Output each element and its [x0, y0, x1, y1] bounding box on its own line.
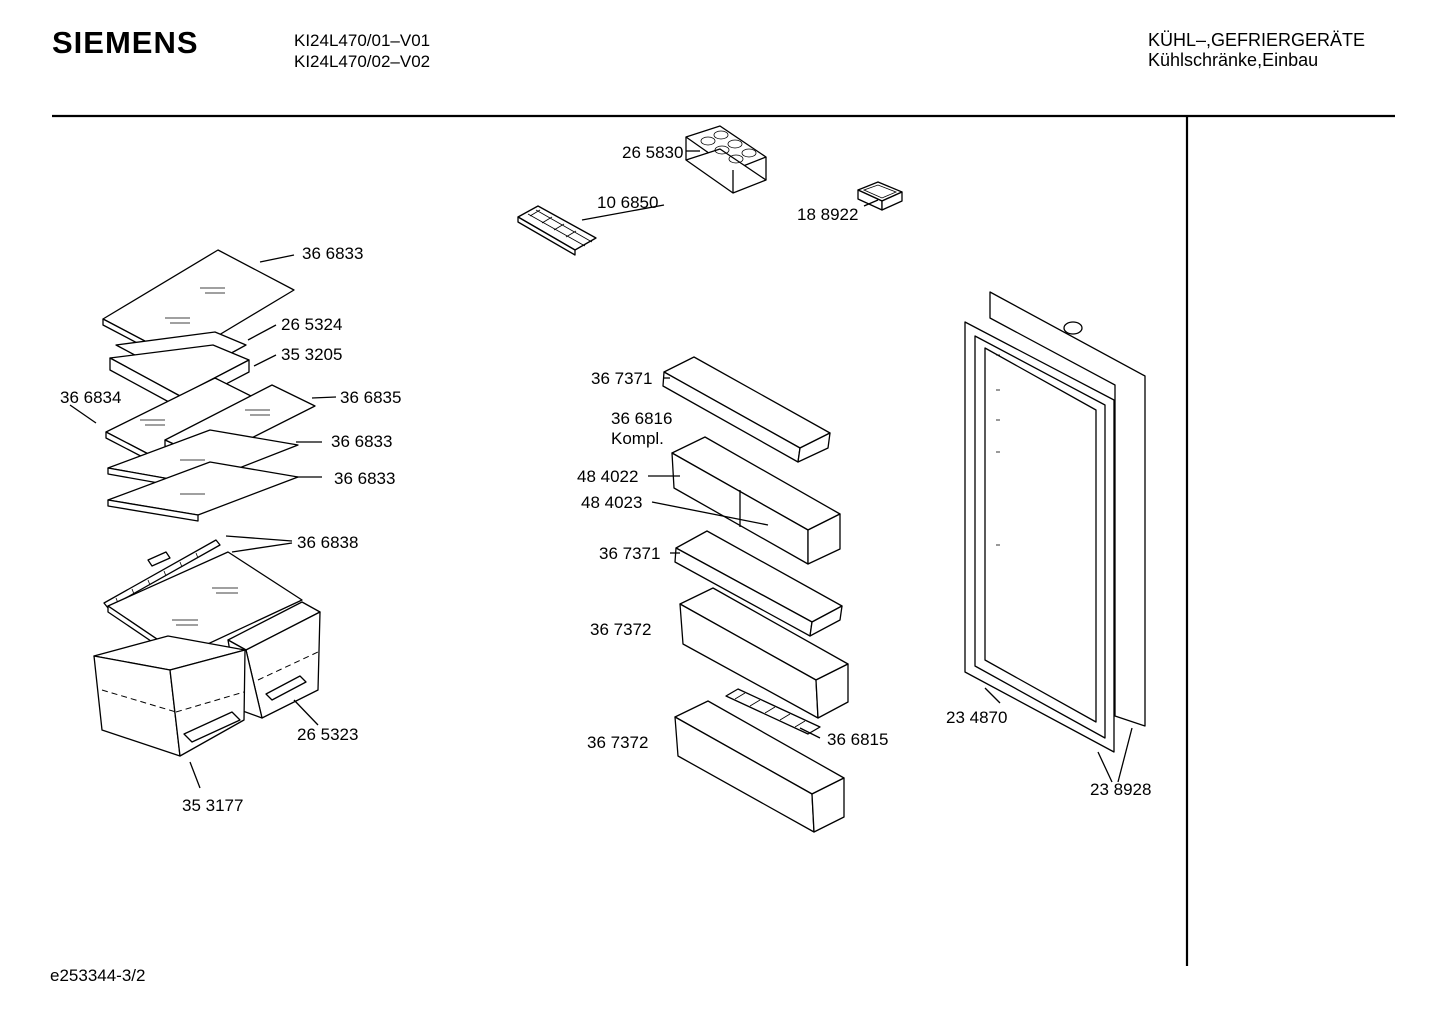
bottle-holder-drawing: [725, 688, 821, 735]
butter-dish-drawing: [857, 181, 903, 211]
label-glass-shelf-top: 36 6833: [302, 244, 363, 263]
label-shelf-right: 36 6835: [340, 388, 401, 407]
leader-lines: [69, 150, 1133, 789]
drawing-id: e253344-3/2: [50, 966, 146, 985]
label-egg-tray: 26 5830: [622, 143, 683, 162]
label-door-shelf-1: 36 7371: [591, 369, 652, 388]
label-glass-shelf-low: 36 6833: [334, 469, 395, 488]
label-vent-strip: 36 6838: [297, 533, 358, 552]
label-door-gasket: 23 4870: [946, 708, 1007, 727]
bottle-shelf-2-drawing: [674, 700, 845, 833]
label-flap-b: 48 4023: [581, 493, 642, 512]
category-title: KÜHL–,GEFRIERGERÄTE: [1148, 30, 1366, 50]
bottle-shelf-1-drawing: [679, 587, 849, 719]
label-shelf-left: 36 6834: [60, 388, 121, 407]
category-subtitle: Kühlschränke,Einbau: [1148, 50, 1319, 70]
egg-tray-drawing: [685, 125, 767, 194]
model-number-2: KI24L470/02–V02: [294, 52, 431, 71]
door-shelf-1-drawing: [662, 356, 831, 463]
label-crisper-large: 35 3177: [182, 796, 243, 815]
label-glass-shelf-mid: 36 6833: [331, 432, 392, 451]
label-shelf-frame-a: 26 5324: [281, 315, 342, 334]
crisper-large-drawing: [93, 635, 246, 757]
crisper-small-drawing: [227, 601, 321, 719]
label-bottle-holder: 36 6815: [827, 730, 888, 749]
ice-tray-drawing: [517, 205, 597, 256]
door-panel-drawing: [989, 291, 1146, 727]
label-shelf-frame-b: 35 3205: [281, 345, 342, 364]
label-door-shelf-2: 36 7371: [599, 544, 660, 563]
label-ice-tray: 10 6850: [597, 193, 658, 212]
label-crisper-small: 26 5323: [297, 725, 358, 744]
model-number-1: KI24L470/01–V01: [294, 31, 431, 50]
door-gasket-drawing: [964, 321, 1115, 753]
label-butter-dish: 18 8922: [797, 205, 858, 224]
label-flap-a: 48 4022: [577, 467, 638, 486]
label-door-panel: 23 8928: [1090, 780, 1151, 799]
brand-logo: SIEMENS: [52, 25, 199, 60]
door-shelf-2-drawing: [674, 530, 843, 637]
label-door-shelf-kompl: 36 6816: [611, 409, 672, 428]
label-bottle-shelf-2: 36 7372: [587, 733, 648, 752]
door-shelf-kompl-drawing: [671, 436, 841, 565]
vent-strip-drawing: [103, 539, 221, 609]
label-kompl: Kompl.: [611, 429, 664, 448]
label-bottle-shelf-1: 36 7372: [590, 620, 651, 639]
